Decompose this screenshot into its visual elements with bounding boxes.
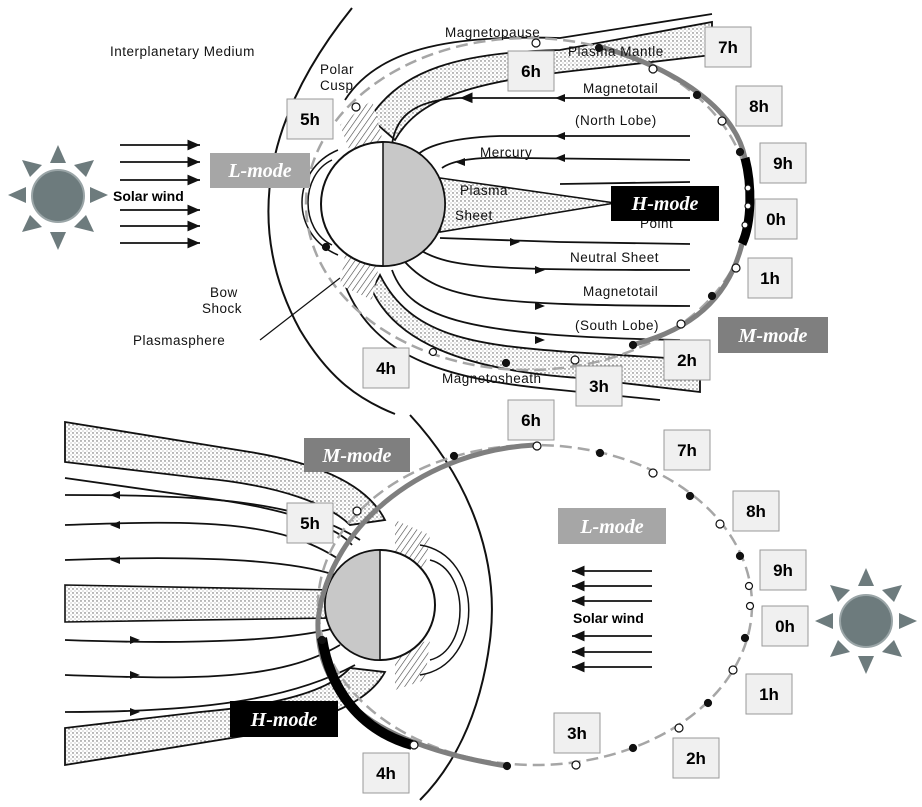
bottom-hour-1h: 1h <box>745 673 793 715</box>
bottom-hour-7h: 7h <box>663 429 711 471</box>
top-hour-6h: 6h <box>507 50 555 92</box>
bottom-l-mode-badge: L-mode <box>558 508 666 544</box>
svg-text:1h: 1h <box>760 269 780 288</box>
top-field-lines-north <box>391 92 691 185</box>
svg-text:9h: 9h <box>773 154 793 173</box>
bottom-sun-icon <box>815 568 917 674</box>
top-m-mode-badge: M-mode <box>718 317 828 353</box>
label-magnetosheath: Magnetosheath <box>442 371 542 386</box>
label-shock: Shock <box>202 301 242 316</box>
svg-text:4h: 4h <box>376 764 396 783</box>
top-hour-1h: 1h <box>747 257 793 299</box>
label-south-lobe: (South Lobe) <box>575 318 659 333</box>
label-plasma-mantle: Plasma Mantle <box>568 44 664 59</box>
bottom-diagram: Solar wind M-mode L-mode H-mode 0h 1h 2h… <box>64 399 917 801</box>
top-hour-0h: 0h <box>754 198 798 240</box>
top-hour-7h: 7h <box>704 26 752 68</box>
bottom-hour-8h: 8h <box>732 490 780 532</box>
bottom-hour-6h: 6h <box>507 399 555 441</box>
top-hour-3h: 3h <box>575 365 623 407</box>
label-magnetotail-south: Magnetotail <box>583 284 658 299</box>
svg-text:8h: 8h <box>749 97 769 116</box>
svg-text:L-mode: L-mode <box>227 160 291 182</box>
svg-text:7h: 7h <box>677 441 697 460</box>
svg-text:6h: 6h <box>521 411 541 430</box>
top-bow-shock <box>267 7 396 415</box>
svg-text:5h: 5h <box>300 110 320 129</box>
bottom-plasma-sheet <box>64 584 336 623</box>
svg-text:M-mode: M-mode <box>322 445 392 467</box>
top-hour-5h: 5h <box>286 98 334 140</box>
label-polar-cusp-line2: Cusp <box>320 78 354 93</box>
svg-text:3h: 3h <box>567 724 587 743</box>
svg-text:3h: 3h <box>589 377 609 396</box>
label-magnetotail-north: Magnetotail <box>583 81 658 96</box>
top-mercury-planet <box>320 141 446 267</box>
svg-text:6h: 6h <box>521 62 541 81</box>
svg-text:H-mode: H-mode <box>631 193 699 215</box>
bottom-mercury-planet <box>324 549 436 661</box>
top-sun-icon <box>8 145 108 250</box>
top-field-lines-south <box>391 237 691 341</box>
svg-text:2h: 2h <box>677 351 697 370</box>
svg-text:7h: 7h <box>718 38 738 57</box>
svg-text:H-mode: H-mode <box>250 709 318 731</box>
bottom-solar-wind-label: Solar wind <box>573 610 644 626</box>
top-hour-labels: 0h 1h 2h 3h 4h 5h 6h 7h 8h 9h <box>286 26 807 407</box>
top-l-mode-badge: L-mode <box>210 153 310 188</box>
bottom-solar-wind-arrows <box>572 565 652 673</box>
svg-text:2h: 2h <box>686 749 706 768</box>
bottom-hour-0h: 0h <box>761 605 809 647</box>
top-polar-cusp-south <box>340 255 380 300</box>
svg-text:4h: 4h <box>376 359 396 378</box>
top-south-band <box>370 273 701 394</box>
top-orbit-h-arc <box>737 156 755 246</box>
label-plasma: Plasma <box>460 183 508 198</box>
top-hour-8h: 8h <box>735 85 783 127</box>
bottom-hour-5h: 5h <box>286 502 334 544</box>
top-plasma-mantle <box>368 20 713 142</box>
bottom-orbit-h-arc <box>317 637 414 750</box>
bottom-upper-band <box>64 420 387 526</box>
top-solar-wind-arrows <box>120 139 200 249</box>
top-hour-4h: 4h <box>362 347 410 389</box>
svg-text:M-mode: M-mode <box>738 325 808 347</box>
top-hour-9h: 9h <box>759 142 807 184</box>
svg-text:0h: 0h <box>775 617 795 636</box>
svg-text:8h: 8h <box>746 502 766 521</box>
label-magnetopause: Magnetopause <box>445 25 540 40</box>
svg-text:1h: 1h <box>759 685 779 704</box>
bottom-hour-3h: 3h <box>553 712 601 754</box>
svg-text:0h: 0h <box>766 210 786 229</box>
top-polar-cusp-north <box>340 100 384 152</box>
top-hour-2h: 2h <box>663 339 711 381</box>
label-mercury: Mercury <box>480 145 532 160</box>
bottom-hour-labels: 0h 1h 2h 3h 4h 5h 6h 7h 8h 9h <box>286 399 809 794</box>
label-interplanetary-medium: Interplanetary Medium <box>110 44 255 59</box>
label-bow: Bow <box>210 285 238 300</box>
top-diagram: Interplanetary Medium Polar Cusp Magneto… <box>8 7 828 415</box>
bottom-h-mode-badge: H-mode <box>230 701 338 737</box>
svg-text:L-mode: L-mode <box>579 516 643 538</box>
top-h-mode-badge: H-mode <box>611 186 719 221</box>
top-solar-wind-label: Solar wind <box>113 188 184 204</box>
label-polar-cusp-line1: Polar <box>320 62 354 77</box>
bottom-hour-9h: 9h <box>759 549 807 591</box>
label-sheet: Sheet <box>455 208 493 223</box>
bottom-bow-shock <box>409 414 493 801</box>
top-orbit-m-arc-south <box>631 243 745 348</box>
bottom-hour-2h: 2h <box>672 737 720 779</box>
label-neutral-sheet: Neutral Sheet <box>570 250 659 265</box>
label-north-lobe: (North Lobe) <box>575 113 657 128</box>
label-plasmasphere: Plasmasphere <box>133 333 225 348</box>
bottom-hour-4h: 4h <box>362 752 410 794</box>
svg-text:5h: 5h <box>300 514 320 533</box>
svg-text:9h: 9h <box>773 561 793 580</box>
bottom-m-mode-badge: M-mode <box>304 438 410 472</box>
